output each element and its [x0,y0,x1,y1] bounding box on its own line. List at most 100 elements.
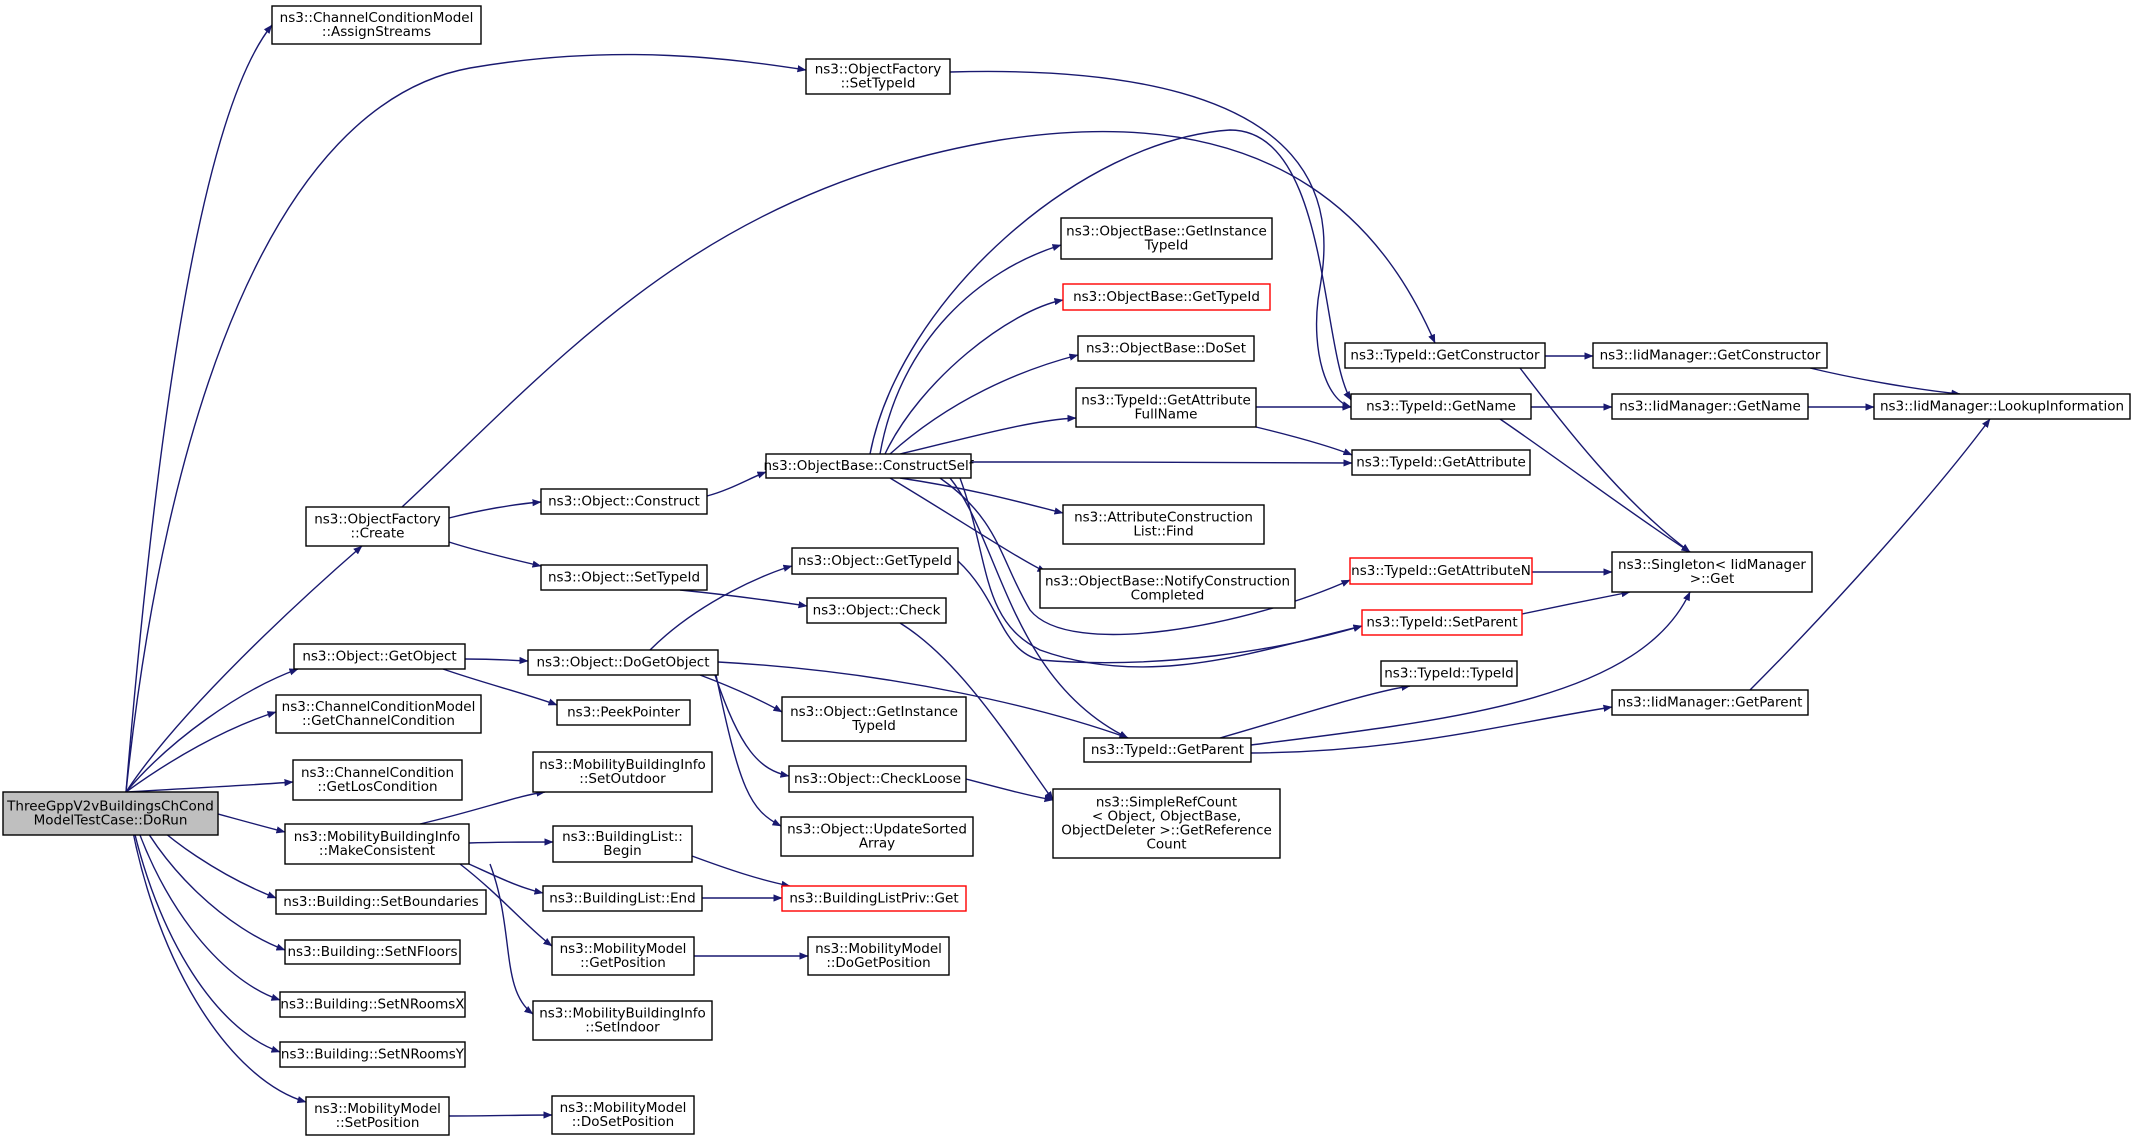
node-box [275,694,482,734]
edge-tid_setparent-to-singleton_get [1521,590,1631,615]
node-box [1083,737,1252,763]
node-tid-getconstructor[interactable]: ns3::TypeId::GetConstructor [1344,342,1546,369]
node-tid-getattrn[interactable]: ns3::TypeId::GetAttributeN [1349,557,1533,585]
node-box [1351,449,1531,476]
edge-arrow [468,863,544,895]
node-mm-getpos[interactable]: ns3::MobilityModel::GetPosition [551,936,695,976]
node-ob-notify[interactable]: ns3::ObjectBase::NotifyConstructionCompl… [1039,568,1296,609]
node-label-line: ::SetTypeId [841,76,916,92]
node-label-line: ns3::TypeId::GetAttribute [1081,393,1251,409]
node-box [1350,393,1532,420]
node-blp-get[interactable]: ns3::BuildingListPriv::Get [781,885,967,912]
node-bl-begin[interactable]: ns3::BuildingList::Begin [552,825,693,863]
node-label-line: ns3::IidManager::GetParent [1618,695,1803,711]
edge-arrow [125,791,281,1053]
node-tid-typeid[interactable]: ns3::TypeId::TypeId [1380,660,1518,687]
node-obj-check[interactable]: ns3::Object::Check [806,597,947,624]
node-iid-getparent[interactable]: ns3::IidManager::GetParent [1611,689,1809,716]
node-label-line: ns3::ObjectBase::GetTypeId [1073,289,1260,305]
node-mbi-setindoor[interactable]: ns3::MobilityBuildingInfo::SetIndoor [532,1000,713,1041]
node-obj-construct[interactable]: ns3::Object::Construct [540,488,708,515]
node-ob-doset[interactable]: ns3::ObjectBase::DoSet [1077,335,1255,362]
node-label-line: ns3::Building::SetNRoomsX [280,997,464,1013]
node-label-line: < Object, ObjectBase, [1092,809,1241,825]
node-of-settype[interactable]: ns3::ObjectFactory::SetTypeId [805,58,951,95]
node-box [532,1000,713,1041]
node-iid-lookup[interactable]: ns3::IidManager::LookupInformation [1873,393,2131,420]
node-b-setnfloors[interactable]: ns3::Building::SetNFloors [284,939,461,965]
node-label-line: ns3::MobilityBuildingInfo [539,757,706,773]
node-b-setnroomsy[interactable]: ns3::Building::SetNRoomsY [279,1041,466,1068]
edges-layer [125,24,1991,1119]
node-tid-getname[interactable]: ns3::TypeId::GetName [1350,393,1532,420]
node-peekpointer[interactable]: ns3::PeekPointer [556,699,691,726]
node-b-setbounds[interactable]: ns3::Building::SetBoundaries [275,889,487,915]
node-iid-getconstructor[interactable]: ns3::IidManager::GetConstructor [1592,342,1828,369]
edge-arrow [679,589,808,609]
edge-root-to-mm_setpos [125,791,307,1104]
edge-mbi_make-to-mm_getpos [459,863,553,947]
node-label-line: ::SetIndoor [585,1020,660,1036]
node-mbi-make[interactable]: ns3::MobilityBuildingInfo::MakeConsisten… [284,823,470,865]
node-mm-setpos[interactable]: ns3::MobilityModel::SetPosition [305,1096,450,1136]
edge-obj_dogetobject-to-obj_getinsttid [699,674,783,713]
node-label-line: ns3::ObjectFactory [815,62,942,78]
edge-arrow [970,459,1353,467]
node-obj-settypeid[interactable]: ns3::Object::SetTypeId [540,564,708,591]
node-mbi-setoutdoor[interactable]: ns3::MobilityBuildingInfo::SetOutdoor [532,751,713,793]
edge-tid_getname-to-singleton_get [1499,418,1691,553]
node-tid-getparent[interactable]: ns3::TypeId::GetParent [1083,737,1252,763]
node-box [788,765,967,793]
node-obj-getobject[interactable]: ns3::Object::GetObject [293,643,466,670]
node-tid-setparent[interactable]: ns3::TypeId::SetParent [1361,609,1523,636]
node-box [1611,551,1813,593]
node-src-getref[interactable]: ns3::SimpleRefCount< Object, ObjectBase,… [1052,788,1281,859]
node-label-line: Begin [603,843,641,859]
node-singleton-get[interactable]: ns3::Singleton< IidManager>::Get [1611,551,1813,593]
node-mm-dogetpos[interactable]: ns3::MobilityModel::DoGetPosition [807,936,950,976]
node-label-line: Completed [1131,588,1205,604]
node-ob-constructself[interactable]: ns3::ObjectBase::ConstructSelf [764,453,975,479]
edge-arrow [489,863,534,1015]
edge-arrow [1255,426,1353,456]
node-root[interactable]: ThreeGppV2vBuildingsChCondModelTestCase:… [2,791,219,836]
node-ccm-assign[interactable]: ns3::ChannelConditionModel::AssignStream… [271,5,482,45]
node-obj-dogetobject[interactable]: ns3::Object::DoGetObject [527,649,719,676]
edge-obj_getobject-to-peekpointer [442,668,558,706]
node-of-create[interactable]: ns3::ObjectFactory::Create [305,506,450,547]
node-ccm-getcc[interactable]: ns3::ChannelConditionModel::GetChannelCo… [275,694,482,734]
node-obj-gettypeid[interactable]: ns3::Object::GetTypeId [791,547,959,575]
node-label-line: ::GetPosition [580,955,666,971]
edge-arrow [889,477,1047,573]
edge-arrow [125,779,294,793]
node-label-line: ns3::MobilityModel [314,1101,441,1117]
node-b-setnroomsx[interactable]: ns3::Building::SetNRoomsX [279,991,466,1018]
node-bl-end[interactable]: ns3::BuildingList::End [542,885,703,912]
node-tid-getattribute[interactable]: ns3::TypeId::GetAttribute [1351,449,1531,476]
edge-tid_getconstructor-to-singleton_get [1519,367,1691,553]
node-cc-getlos[interactable]: ns3::ChannelCondition::GetLosCondition [292,759,463,801]
node-label-line: ns3::TypeId::GetAttribute [1356,455,1526,471]
node-obj-checkloose[interactable]: ns3::Object::CheckLoose [788,765,967,793]
node-label-line: ns3::Object::SetTypeId [548,570,700,586]
node-label-line: ns3::MobilityBuildingInfo [539,1006,706,1022]
edge-arrow [899,414,1077,455]
node-ob-gettypeid[interactable]: ns3::ObjectBase::GetTypeId [1062,283,1271,311]
node-iid-getname[interactable]: ns3::IidManager::GetName [1611,393,1809,420]
node-label-line: ns3::PeekPointer [567,705,680,721]
node-mm-dosetpos[interactable]: ns3::MobilityModel::DoSetPosition [551,1095,695,1135]
node-label-line: ns3::Object::GetObject [302,649,456,665]
edge-arrow [468,838,554,846]
edge-arrow [125,711,277,793]
edge-mbi_make-to-mbi_setoutdoor [419,789,546,825]
node-label-line: ns3::ObjectBase::GetInstance [1066,224,1267,240]
node-label-line: ObjectDeleter >::GetReference [1061,823,1272,839]
node-label-line: ns3::MobilityModel [560,1100,687,1116]
node-box [1344,342,1546,369]
